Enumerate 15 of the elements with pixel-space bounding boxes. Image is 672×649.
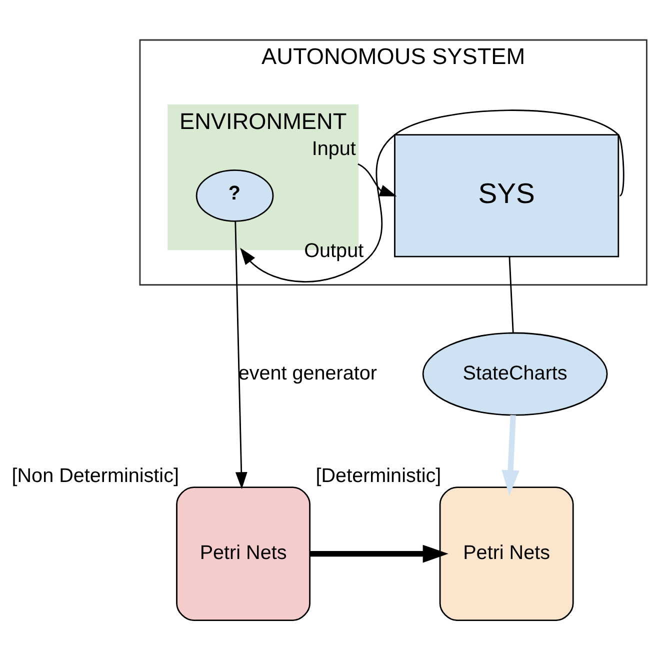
arrow bbox=[240, 110, 624, 282]
arrow bbox=[358, 163, 397, 196]
arrow bbox=[310, 544, 448, 563]
node-box: Petri Nets bbox=[176, 486, 311, 622]
edge-label: Input bbox=[312, 138, 356, 160]
connector bbox=[508, 257, 514, 333]
node-ellipse: ? bbox=[196, 170, 274, 222]
edge-label: event generator bbox=[238, 362, 378, 384]
arrow bbox=[234, 222, 248, 490]
node-ellipse: StateCharts bbox=[422, 332, 608, 416]
node-box: SYS bbox=[394, 134, 620, 258]
node-label: [Deterministic] bbox=[316, 464, 442, 487]
node-label: [Non Deterministic] bbox=[12, 464, 179, 487]
arrow bbox=[502, 415, 520, 496]
node-box: Petri Nets bbox=[439, 486, 574, 622]
